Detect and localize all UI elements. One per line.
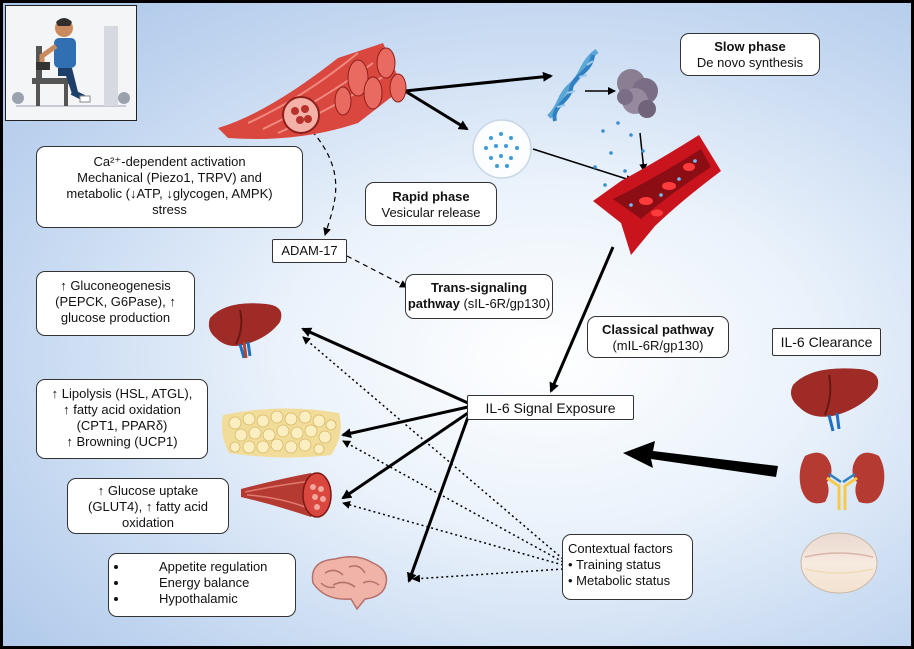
brain-effects-box: Appetite regulation Energy balance Hypot… bbox=[108, 553, 296, 617]
contextual-factor-item: Training status bbox=[575, 557, 661, 572]
dotted-arrow-context-to-brain bbox=[412, 568, 564, 583]
contextual-factors-box: Contextual factors • Training status • M… bbox=[562, 534, 693, 600]
arrow-vessel-to-il6 bbox=[549, 246, 615, 393]
liver-effects-line-2: (PEPCK, G6Pase), ↑ bbox=[55, 294, 176, 309]
arrow-vesicle-to-vessel bbox=[532, 148, 634, 183]
dashed-arrow-adam17-to-trans bbox=[346, 255, 408, 288]
adam17-label: ADAM-17 bbox=[281, 243, 338, 258]
clearance-arrow bbox=[623, 441, 778, 477]
adipose-effects-box: ↑ Lipolysis (HSL, ATGL), ↑ fatty acid ox… bbox=[36, 379, 208, 459]
trans-signaling-title: Trans-signaling bbox=[430, 280, 528, 295]
il6-signal-exposure-box: IL-6 Signal Exposure bbox=[467, 395, 634, 420]
muscle-effects-line-2: (GLUT4), ↑ fatty acid bbox=[88, 499, 208, 514]
adipose-effects-line-2: ↑ fatty acid oxidation bbox=[63, 402, 181, 417]
adipose-effects-line-1: ↑ Lipolysis (HSL, ATGL), bbox=[51, 386, 193, 401]
dotted-arrow-context-to-liver bbox=[302, 336, 564, 560]
brain-effect-item: Appetite regulation bbox=[129, 559, 295, 575]
il6-clearance-box: IL-6 Clearance bbox=[772, 328, 881, 356]
brain-effect-item: Energy balance bbox=[129, 575, 295, 591]
activation-line-2: Mechanical (Piezo1, TRPV) and bbox=[77, 170, 262, 185]
dna-illustration bbox=[541, 45, 603, 123]
activation-line-3: metabolic (↓ATP, ↓glycogen, AMPK) bbox=[66, 186, 273, 201]
connector-layer bbox=[301, 71, 778, 583]
tissue-disc-illustration bbox=[799, 531, 879, 595]
adipose-tissue-illustration bbox=[221, 405, 343, 461]
muscle-effects-line-1: ↑ Glucose uptake bbox=[97, 483, 199, 498]
rapid-phase-text: Vesicular release bbox=[381, 205, 481, 220]
brain-effects-list: Appetite regulation Energy balance Hypot… bbox=[109, 559, 295, 607]
slow-phase-title: Slow phase bbox=[714, 39, 786, 54]
arrow-il6-to-muscle bbox=[341, 411, 469, 500]
blood-vessel-illustration bbox=[591, 131, 731, 256]
liver-effects-line-1: ↑ Gluconeogenesis bbox=[60, 278, 171, 293]
trans-signaling-detail: (sIL-6R/gp130) bbox=[463, 296, 551, 311]
protein-illustration bbox=[611, 61, 663, 123]
rapid-phase-title: Rapid phase bbox=[392, 189, 470, 204]
liver-effects-line-3: glucose production bbox=[60, 310, 171, 325]
skeletal-muscle-illustration bbox=[239, 465, 335, 525]
activation-line-1: Ca²⁺-dependent activation bbox=[93, 154, 246, 169]
liver-illustration bbox=[206, 298, 286, 360]
brain-illustration bbox=[305, 553, 391, 611]
activation-stimuli-box: Ca²⁺-dependent activation Mechanical (Pi… bbox=[36, 146, 303, 228]
slow-phase-box: Slow phase De novo synthesis bbox=[680, 33, 820, 76]
adipose-effects-line-4: ↑ Browning (UCP1) bbox=[66, 434, 178, 449]
dotted-arrow-context-to-muscle bbox=[342, 501, 564, 566]
il6-signal-exposure-label: IL-6 Signal Exposure bbox=[485, 400, 616, 416]
adam17-box: ADAM-17 bbox=[272, 239, 347, 263]
slow-phase-text: De novo synthesis bbox=[696, 55, 804, 70]
classical-pathway-box: Classical pathway (mIL-6R/gp130) bbox=[587, 316, 729, 358]
kidney-illustration bbox=[797, 446, 887, 510]
activation-line-4: stress bbox=[152, 202, 187, 217]
contextual-factors-title: Contextual factors bbox=[568, 541, 673, 556]
arrow-il6-to-liver bbox=[301, 327, 469, 405]
rapid-phase-box: Rapid phase Vesicular release bbox=[365, 182, 497, 226]
dotted-arrow-context-to-adipose bbox=[342, 440, 564, 563]
muscle-effects-box: ↑ Glucose uptake (GLUT4), ↑ fatty acid o… bbox=[67, 478, 229, 534]
il6-clearance-label: IL-6 Clearance bbox=[780, 334, 873, 350]
arrow-il6-to-adipose bbox=[341, 405, 469, 439]
brain-effect-item: Hypothalamic bbox=[129, 591, 295, 607]
classical-pathway-title: Classical pathway bbox=[602, 322, 714, 337]
liver-effects-box: ↑ Gluconeogenesis (PEPCK, G6Pase), ↑ glu… bbox=[36, 271, 195, 336]
arrow-muscle-to-vesicle bbox=[404, 89, 469, 131]
trans-signaling-title-2: pathway bbox=[407, 296, 460, 311]
clearance-liver-illustration bbox=[789, 363, 883, 433]
adipose-effects-line-3: (CPT1, PPARδ) bbox=[76, 418, 168, 433]
contextual-factor-item: Metabolic status bbox=[576, 573, 671, 588]
dashed-arrow-muscle-to-adam17 bbox=[311, 130, 337, 236]
arrow-il6-to-brain bbox=[407, 416, 470, 583]
muscle-fiber-bundle-illustration bbox=[208, 33, 413, 148]
exercise-illustration bbox=[5, 5, 137, 121]
arrow-muscle-to-dna bbox=[404, 71, 553, 93]
classical-pathway-detail: (mIL-6R/gp130) bbox=[612, 338, 704, 353]
trans-signaling-box: Trans-signaling pathway (sIL-6R/gp130) bbox=[405, 274, 553, 319]
vesicle-illustration bbox=[471, 118, 533, 180]
muscle-effects-line-3: oxidation bbox=[121, 515, 175, 530]
